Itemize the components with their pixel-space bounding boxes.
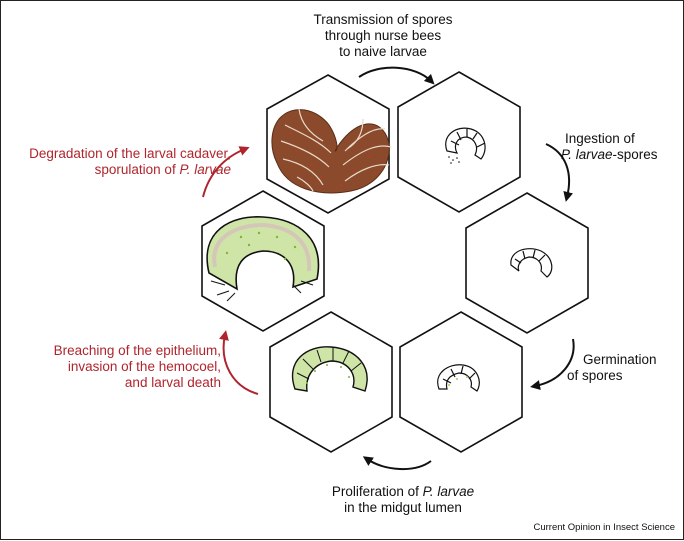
arrow-breaching [219,330,259,395]
arrow-germination [530,338,575,390]
label-germination-line-1: Germination [583,352,657,367]
label-ingestion-species: P. larvae [561,147,613,162]
arrow-ingestion [545,143,574,202]
label-degradation-species: P. larvae [179,162,231,177]
label-degradation-prefix: sporulation of [94,162,180,177]
label-germination: Germination of spores [567,352,683,384]
label-transmission-line-3: to naive larvae [339,44,427,59]
hexagon-stage-ingestion [465,192,589,334]
label-breaching: Breaching of the epithelium, invasion of… [7,343,221,391]
label-degradation: Degradation of the larval cadaver, sporu… [5,146,231,178]
hexagon-stage-proliferation [269,311,393,453]
arrow-proliferation [362,456,432,471]
label-degradation-line-2: sporulation of P. larvae [5,162,231,178]
hexagon-stage-spores-fed [397,71,521,213]
hexagon-stage-germination [399,311,523,453]
label-ingestion-line-1: Ingestion of [565,131,635,146]
label-breaching-line-1: Breaching of the epithelium, [53,343,221,358]
label-ingestion-suffix: -spores [612,147,658,162]
label-breaching-line-3: and larval death [124,375,221,390]
label-ingestion-line-2: P. larvae-spores [561,147,681,163]
arrow-transmission [358,66,435,85]
larva-ingestion-icon [510,248,553,278]
larva-invasion-icon [206,216,320,302]
larval-cadaver-icon [271,108,392,194]
journal-credit: Current Opinion in Insect Science [533,522,675,533]
label-proliferation-prefix: Proliferation of [331,484,423,499]
label-proliferation: Proliferation of P. larvae in the midgut… [293,484,513,516]
label-degradation-line-1: Degradation of the larval cadaver, [29,146,231,161]
larva-proliferation-icon [291,346,368,392]
label-proliferation-species: P. larvae [422,484,475,499]
label-transmission-line-1: Transmission of spores [313,12,453,27]
label-germination-line-2: of spores [567,368,623,383]
label-breaching-line-2: invasion of the hemocoel, [67,359,221,374]
label-transmission-line-2: through nurse bees [324,28,442,43]
label-transmission: Transmission of spores through nurse bee… [303,12,463,60]
arrow-degradation [202,146,250,198]
label-ingestion: Ingestion of P. larvae-spores [561,131,681,163]
naive-larva-icon [445,127,486,164]
larva-germination-icon [437,364,480,392]
label-proliferation-line-2: in the midgut lumen [344,500,462,515]
label-proliferation-line-1: Proliferation of P. larvae [293,484,513,500]
